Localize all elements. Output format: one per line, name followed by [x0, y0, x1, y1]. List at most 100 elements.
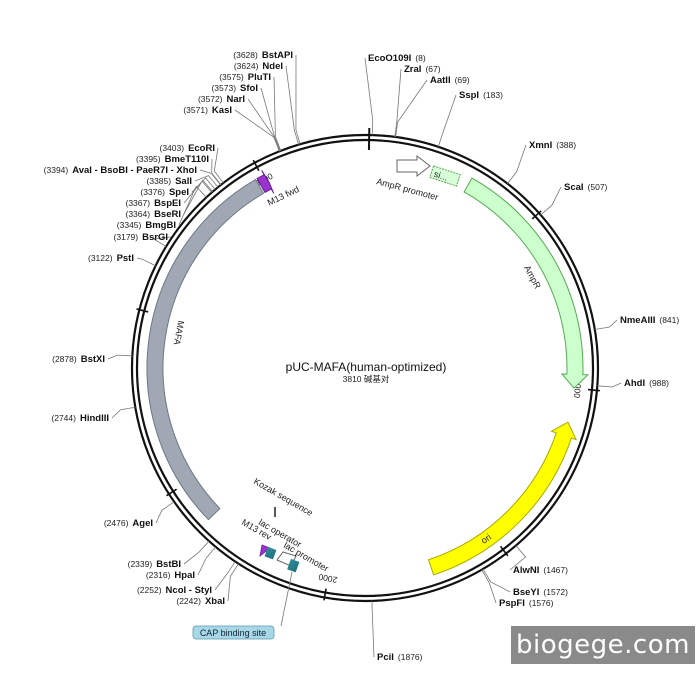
ampr-promoter-label: AmpR promoter — [375, 176, 439, 202]
site-leader — [183, 540, 210, 565]
site-label: (2242)XbaI — [176, 596, 225, 607]
site-leader — [155, 501, 175, 524]
feature-ampr[interactable]: AmpR — [463, 177, 590, 389]
site-r6[interactable]: NmeAIII(841) — [594, 315, 680, 330]
kozak-feature[interactable]: Kozak sequence — [252, 476, 315, 518]
site-label: (2252)NcoI - StyI — [137, 585, 212, 596]
site-label: (3624)NdeI — [234, 61, 283, 72]
site-leader — [111, 406, 136, 419]
site-l0[interactable]: (3628) BstAPI — [233, 50, 301, 145]
site-r0[interactable]: EcoO109I (8) — [364, 53, 426, 136]
site-name: AhdI — [624, 378, 645, 389]
site-pos: (3403) — [159, 143, 184, 153]
watermark: biogege.com — [511, 626, 695, 664]
site-r8[interactable]: AlwNI(1467) — [509, 545, 568, 576]
site-label: (2316)HpaI — [146, 570, 195, 581]
site-name: NmeAIII — [620, 315, 655, 326]
site-l16[interactable]: (2878)BstXI — [52, 354, 133, 365]
site-pos: (3376) — [140, 187, 165, 197]
site-r7[interactable]: AhdI(988) — [597, 378, 669, 389]
site-pos: (388) — [556, 140, 576, 150]
site-r1[interactable]: ZraI(67) — [394, 64, 441, 137]
site-label: ScaI(507) — [564, 182, 608, 193]
site-label: EcoO109I (8) — [368, 53, 426, 64]
site-leader — [194, 175, 219, 188]
site-leader — [481, 569, 497, 604]
site-l11[interactable]: (3367)BspEI — [125, 179, 213, 209]
site-label: (3628) BstAPI — [233, 50, 293, 61]
cap-leader — [280, 571, 293, 627]
site-l1[interactable]: (3624)NdeI — [234, 61, 300, 145]
m13-rev-arrow — [259, 544, 271, 557]
site-r4[interactable]: XmnI(388) — [507, 140, 576, 184]
site-label: (3395) BmeT110I — [136, 154, 209, 165]
site-pos: (3179) — [114, 232, 139, 242]
backbone-outer-ring — [130, 133, 600, 603]
site-pos: (3395) — [136, 154, 161, 164]
site-label: (3122)PstI — [88, 253, 134, 264]
site-l9[interactable]: (3385)SalI — [147, 175, 219, 188]
site-leader — [394, 68, 402, 137]
site-pos: (3385) — [147, 176, 172, 186]
site-name: BmeT110I — [165, 154, 209, 165]
feature-mafa-label: MAFA — [172, 320, 186, 346]
site-l14[interactable]: (3179)BsrGI — [114, 232, 172, 247]
feature-m13fwd[interactable]: M13 fwd — [256, 170, 301, 208]
site-pos: (8) — [415, 53, 426, 63]
site-l17[interactable]: (2744)HindIII — [51, 406, 136, 424]
site-name: PluTI — [248, 72, 271, 83]
site-l21[interactable]: (2252)NcoI - StyI — [137, 561, 236, 596]
site-l20[interactable]: (2316)HpaI — [146, 546, 216, 581]
site-name: XbaI — [205, 596, 225, 607]
site-r11[interactable]: PciI(1876) — [371, 600, 423, 663]
site-l12[interactable]: (3364)BseRI — [125, 180, 213, 220]
site-l5[interactable]: (3571)KasI — [183, 105, 280, 152]
site-pos: (183) — [483, 90, 503, 100]
site-l19[interactable]: (2339)BstBI — [128, 540, 210, 570]
site-label: (3394)AvaI - BsoBI - PaeR7I - XhoI — [44, 165, 197, 176]
site-name: PstI — [117, 253, 134, 264]
site-label: ZraI(67) — [404, 64, 441, 75]
site-label: (3367)BspEI — [125, 198, 181, 209]
site-name: EcoRI — [188, 143, 215, 154]
site-name: EcoO109I — [368, 53, 411, 64]
site-leader — [285, 65, 300, 145]
site-r9[interactable]: BseYI(1572) — [482, 568, 568, 598]
feature-mafa-arc — [146, 178, 265, 521]
site-name: AatII — [430, 75, 451, 86]
site-name: BstAPI — [262, 50, 293, 61]
site-pos: (67) — [425, 64, 440, 74]
site-pos: (3628) — [233, 50, 258, 60]
site-name: BstBI — [156, 559, 181, 570]
site-r5[interactable]: ScaI(507) — [540, 182, 608, 216]
site-l18[interactable]: (2476)AgeI — [104, 501, 175, 529]
lac-region[interactable]: lac operator M13 rev lac promoter — [240, 517, 330, 574]
site-l6[interactable]: (3403) EcoRI — [159, 143, 224, 184]
site-l8[interactable]: (3394)AvaI - BsoBI - PaeR7I - XhoI — [44, 165, 221, 186]
feature-mafa[interactable]: MAFA — [146, 178, 265, 521]
site-leader — [234, 109, 280, 152]
site-leader — [482, 568, 511, 593]
site-leader — [597, 382, 622, 388]
site-name: AlwNI — [513, 565, 539, 576]
signal-peptide-feature[interactable]: si... — [429, 165, 461, 187]
site-l2[interactable]: (3575)PluTI — [219, 72, 282, 151]
feature-ori[interactable]: ori — [427, 421, 578, 576]
site-label: BseYI(1572) — [513, 587, 568, 598]
site-name: BseYI — [513, 587, 539, 598]
cap-binding-site[interactable]: CAP binding site — [192, 571, 293, 640]
site-l15[interactable]: (3122)PstI — [88, 253, 156, 267]
site-r3[interactable]: SspI (183) — [437, 90, 503, 147]
site-l22[interactable]: (2242)XbaI — [176, 563, 239, 607]
site-r10[interactable]: PspFI(1576) — [481, 569, 554, 609]
site-name: NcoI - StyI — [166, 585, 212, 596]
site-name: SspI — [459, 90, 479, 101]
site-leader — [395, 79, 428, 138]
ampr-promoter-feature[interactable]: AmpR promoter — [375, 154, 439, 202]
site-l13[interactable]: (3345)BmgBI — [117, 185, 207, 231]
site-pos: (1576) — [529, 598, 554, 608]
site-pos: (2476) — [104, 518, 129, 528]
site-r2[interactable]: AatII(69) — [395, 75, 470, 138]
site-leader — [136, 257, 156, 267]
site-name: SalI — [175, 176, 192, 187]
